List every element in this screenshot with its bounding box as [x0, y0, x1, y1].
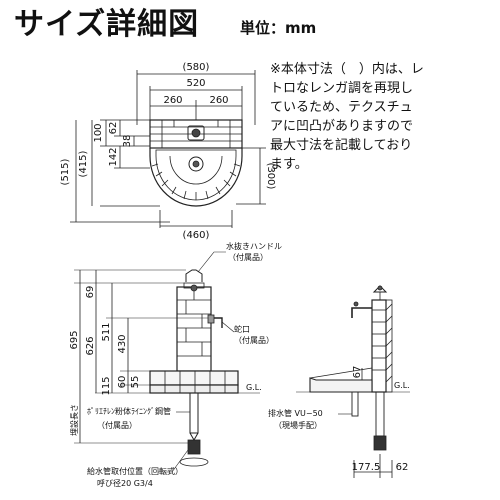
- dim-w-body: 520: [186, 78, 205, 89]
- supply-pipe-note: （付属品）: [97, 420, 137, 430]
- supply-size-label: 呼び径20 G3/4: [97, 478, 153, 488]
- dim-d-142: 142: [108, 147, 119, 166]
- dim-h-total: 695: [69, 330, 80, 349]
- dim-d-basin: (300): [265, 163, 276, 190]
- supply-pos-label: 給水管取付位置（回転式）: [87, 466, 183, 476]
- front-gl-label: G.L.: [246, 383, 262, 392]
- dim-h-67: 67: [352, 366, 363, 379]
- dim-w-62: 62: [396, 462, 409, 473]
- dim-h-55: 55: [130, 376, 141, 389]
- dim-w-left: 260: [163, 95, 182, 106]
- dim-d-38: 38: [122, 135, 133, 148]
- front-view: G.L. 水抜きハンドル （付属品） 蛇口 （付属品） 695 69 626 5…: [69, 241, 282, 488]
- side-view: G.L. 67 排水管 VU−50 （現場手配） 177.5 62: [268, 285, 410, 478]
- dim-h-115: 115: [101, 376, 112, 395]
- dim-w-overall: (580): [183, 62, 210, 73]
- side-gl-label: G.L.: [394, 381, 410, 390]
- drain-label: 排水管 VU−50: [268, 408, 323, 418]
- dim-w-right: 260: [209, 95, 228, 106]
- dim-h-430: 430: [117, 334, 128, 353]
- dim-d-outer: (515): [60, 158, 71, 185]
- bury-depth-label: 埋設長さ: [69, 404, 79, 436]
- top-view: (580) 520 260 260 (515): [60, 62, 276, 241]
- dim-h-626: 626: [85, 336, 96, 355]
- spout-note: （付属品）: [234, 335, 274, 345]
- dim-h-60: 60: [117, 376, 128, 389]
- dimension-note: ※本体寸法（ ）内は、レ トロなレンガ調を再現し ているため、テクスチュ アに凹…: [270, 62, 424, 172]
- supply-pipe-label: ﾎﾟﾘｴﾁﾚﾝ粉体ﾗｲﾆﾝｸﾞ鋼管: [87, 406, 171, 416]
- spout-label: 蛇口: [234, 324, 250, 334]
- dim-h-511: 511: [101, 322, 112, 341]
- drain-note: （現場手配）: [274, 420, 322, 430]
- faucet-handle-note: （付属品）: [228, 252, 268, 262]
- dim-w-bottom: (460): [183, 230, 210, 241]
- dim-d-inner: (415): [78, 150, 89, 177]
- dim-d-62: 62: [108, 122, 119, 135]
- dim-w-177: 177.5: [352, 462, 381, 473]
- faucet-handle-label: 水抜きハンドル: [226, 241, 282, 251]
- unit-label: 単位：mm: [240, 19, 317, 37]
- dim-d-100: 100: [93, 123, 104, 142]
- dim-h-69: 69: [85, 286, 96, 299]
- page-title: サイズ詳細図: [14, 7, 200, 42]
